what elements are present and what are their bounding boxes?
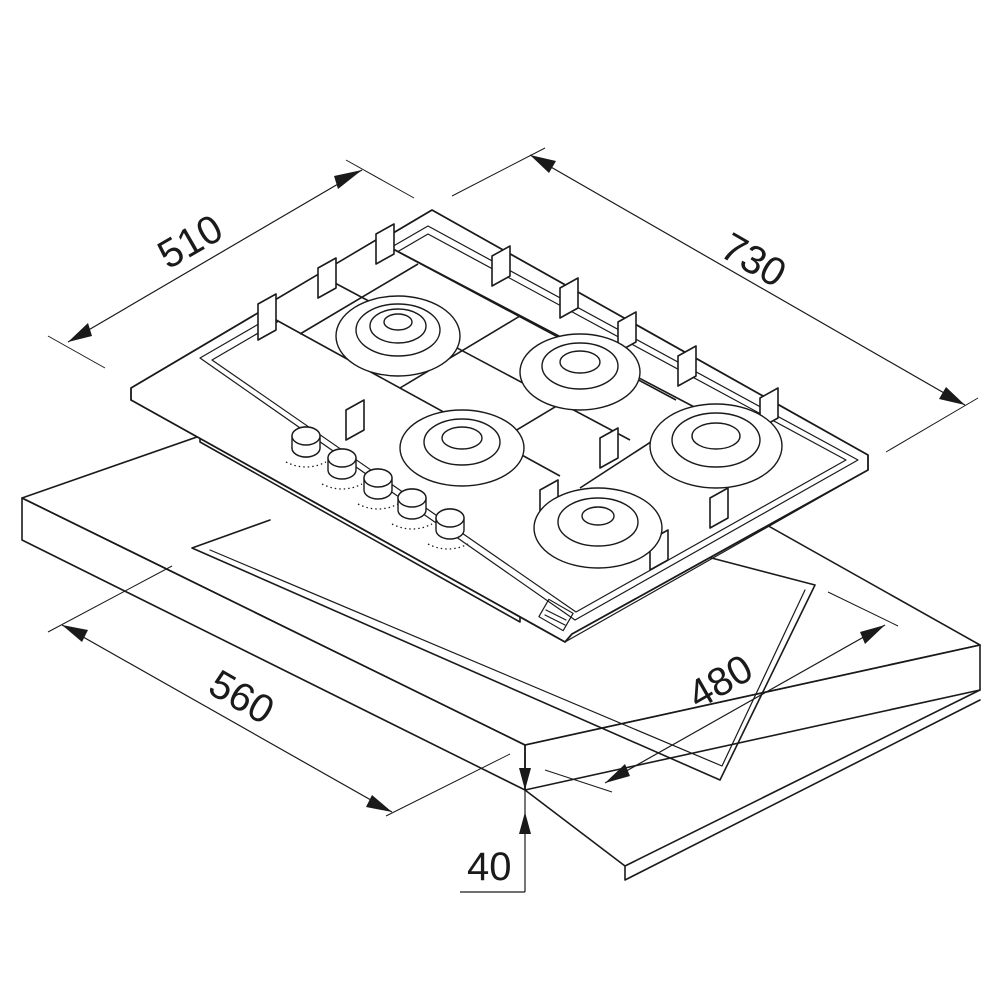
burner-front-right [533,487,663,569]
burner-rear-right [519,333,641,411]
knob-1 [285,426,327,468]
cutout [191,519,816,781]
dimension-label-510: 510 [151,206,231,277]
knob-2 [321,448,363,490]
control-knobs [285,426,469,550]
hob [130,209,869,643]
dimension-560: 560 [47,565,511,817]
burner-right-wok [649,403,783,489]
knob-4 [391,488,433,530]
worktop-side-face [524,644,981,791]
dimension-480: 480 [544,591,899,793]
cutout-outline [191,519,816,781]
dimension-label-480: 480 [681,646,761,717]
knob-3 [357,468,399,510]
dimension-label-560: 560 [202,662,282,733]
dimension-label-730: 730 [714,225,794,296]
dimension-label-40: 40 [467,845,512,889]
brand-badge [538,598,574,632]
knob-5 [427,508,469,550]
burner-rear-left [335,295,461,377]
dimension-40: 40 [460,752,531,893]
burner-front-left [399,409,525,487]
